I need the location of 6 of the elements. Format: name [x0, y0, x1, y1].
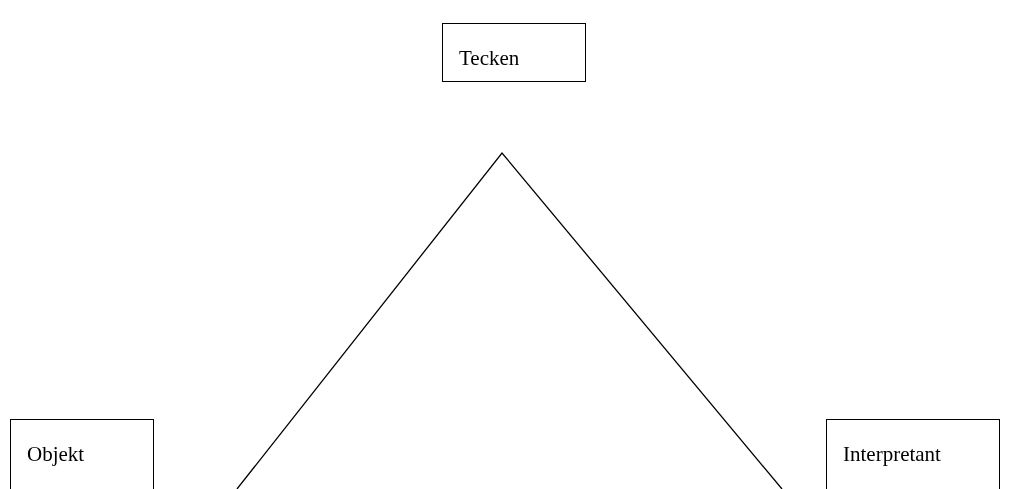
text-box	[10, 419, 154, 489]
text-box	[826, 419, 1000, 489]
text-box	[442, 23, 586, 82]
box-label: Interpretant	[843, 442, 941, 467]
box-label: Objekt	[27, 442, 85, 467]
box-label: Tecken	[459, 46, 520, 71]
